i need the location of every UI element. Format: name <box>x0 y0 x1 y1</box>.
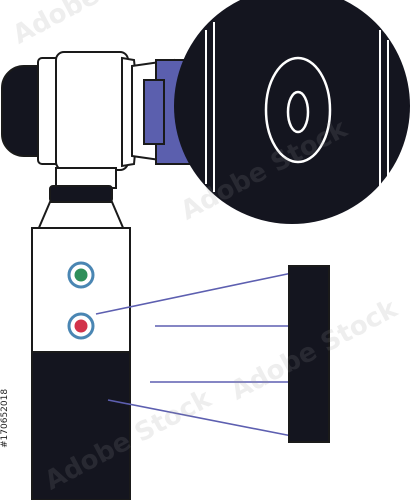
handle-lower-grip <box>31 351 131 500</box>
beam-4 <box>107 399 293 437</box>
neck-flare <box>36 201 126 231</box>
beam-1 <box>95 272 293 315</box>
head-housing <box>55 51 129 171</box>
eardrum-outer-ring <box>264 56 332 164</box>
target-panel <box>288 265 330 443</box>
lens-view-circle <box>174 0 410 224</box>
neck-dark-ring <box>49 185 113 203</box>
speculum-band-inner <box>143 79 165 145</box>
green-indicator-button[interactable] <box>74 268 88 282</box>
eardrum-inner-ring <box>286 90 310 134</box>
stock-id-label: #170652018 <box>0 388 10 448</box>
red-indicator-button[interactable] <box>74 319 88 333</box>
